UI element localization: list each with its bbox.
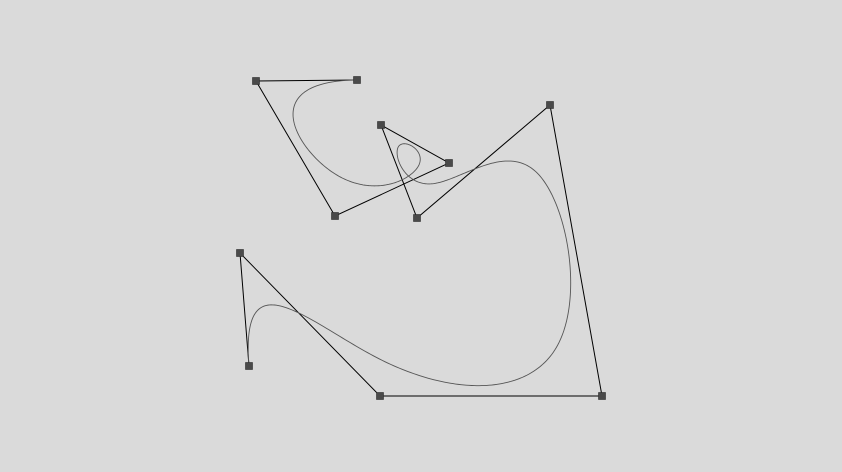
control-point-5[interactable]	[413, 214, 421, 222]
control-point-8[interactable]	[376, 392, 384, 400]
bspline-curve	[247, 79, 572, 387]
control-point-4[interactable]	[377, 121, 385, 129]
control-point-10[interactable]	[245, 362, 253, 370]
control-point-2[interactable]	[331, 212, 339, 220]
control-point-6[interactable]	[546, 101, 554, 109]
control-point-3[interactable]	[445, 159, 453, 167]
control-point-1[interactable]	[252, 77, 260, 85]
control-point-7[interactable]	[598, 392, 606, 400]
control-points	[236, 76, 606, 400]
control-point-9[interactable]	[236, 249, 244, 257]
control-point-0[interactable]	[353, 76, 361, 84]
